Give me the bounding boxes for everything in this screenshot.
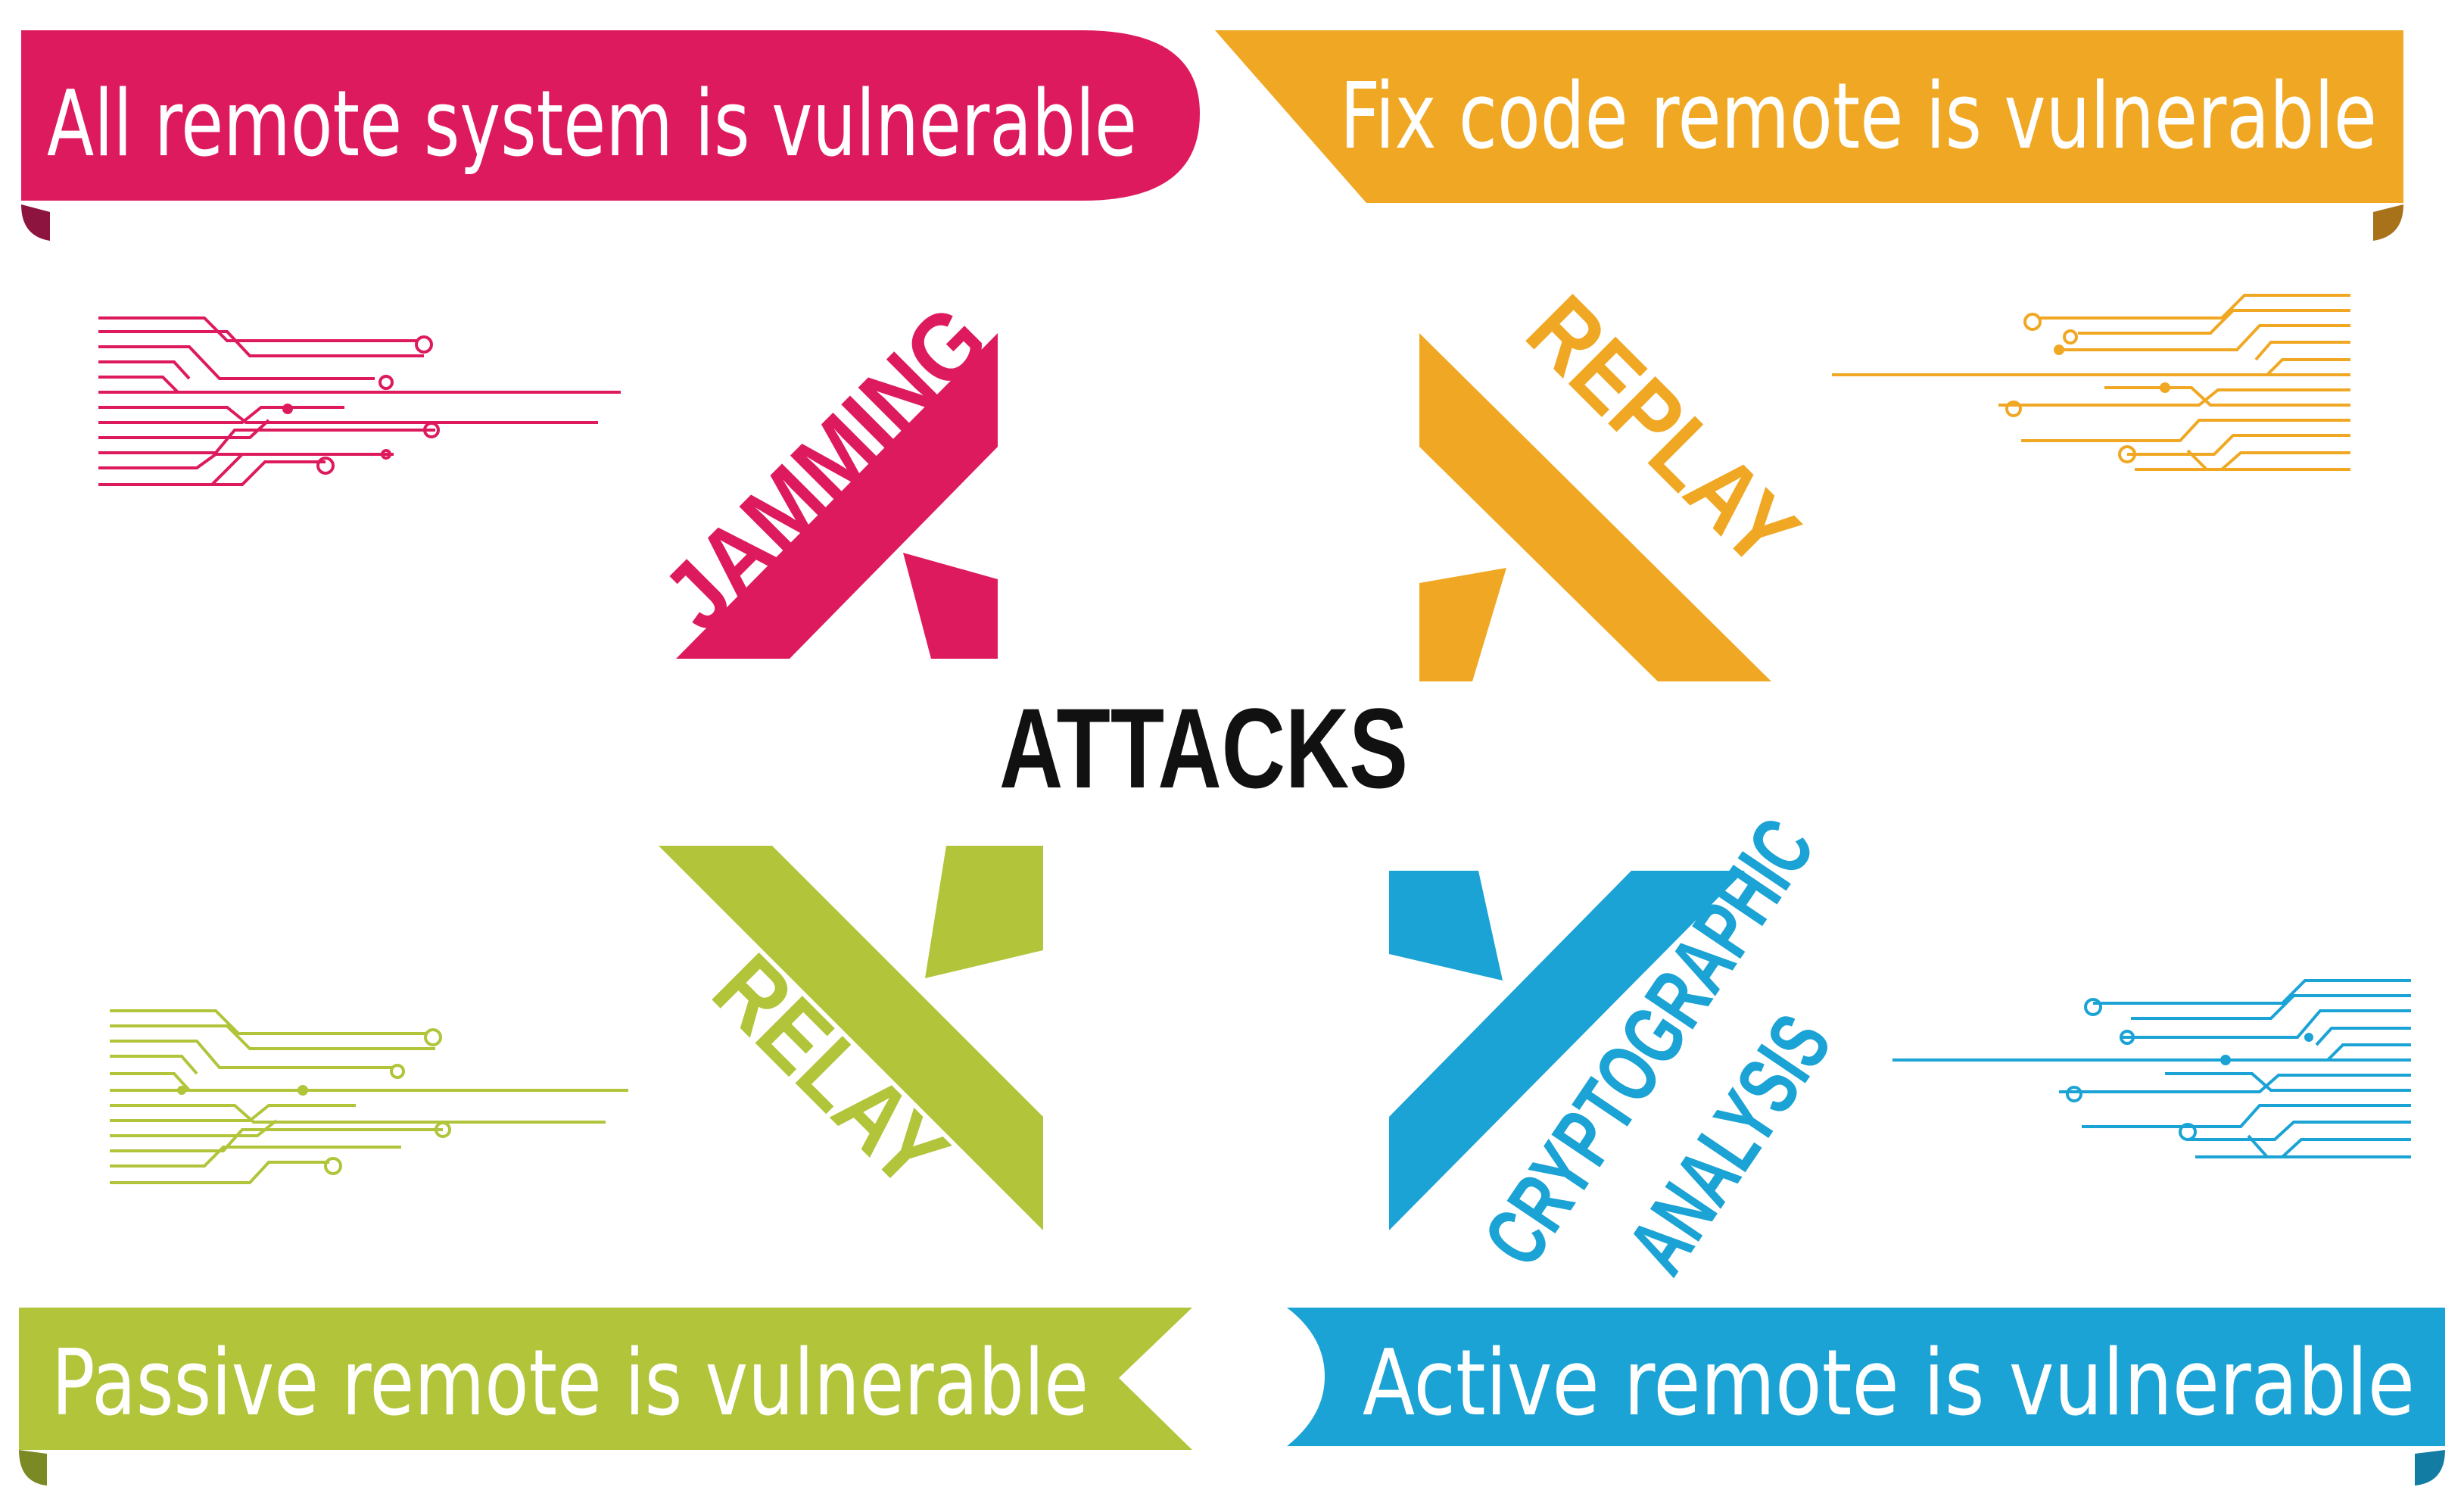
jamming-arrow-icon [676, 333, 998, 659]
banner-top-right-text: Fix code remote is vulnerable [1340, 64, 2377, 170]
banner-bottom-left-text: Passive remote is vulnerable [51, 1331, 1089, 1436]
relay-arrow-icon [659, 846, 1043, 1230]
banner-bottom-right: Active remote is vulnerable [1287, 1308, 2445, 1486]
circuit-lines-icon [1892, 979, 2411, 1158]
banner-top-left: All remote system is vulnerable [21, 30, 1200, 241]
banner-top-right: Fix code remote is vulnerable [1215, 30, 2403, 241]
cryptographic-analysis-arrow-icon [1389, 871, 1745, 1230]
banner-bottom-right-text: Active remote is vulnerable [1363, 1331, 2415, 1436]
circuit-lines-icon [110, 1009, 628, 1184]
banner-bottom-left: Passive remote is vulnerable [19, 1308, 1192, 1486]
center-title: ATTACKS [999, 684, 1408, 812]
replay-arrow-icon [1419, 333, 1771, 681]
circuit-lines-icon [1832, 294, 2350, 471]
banner-top-left-text: All remote system is vulnerable [47, 72, 1137, 177]
circuit-lines-icon [98, 316, 621, 486]
